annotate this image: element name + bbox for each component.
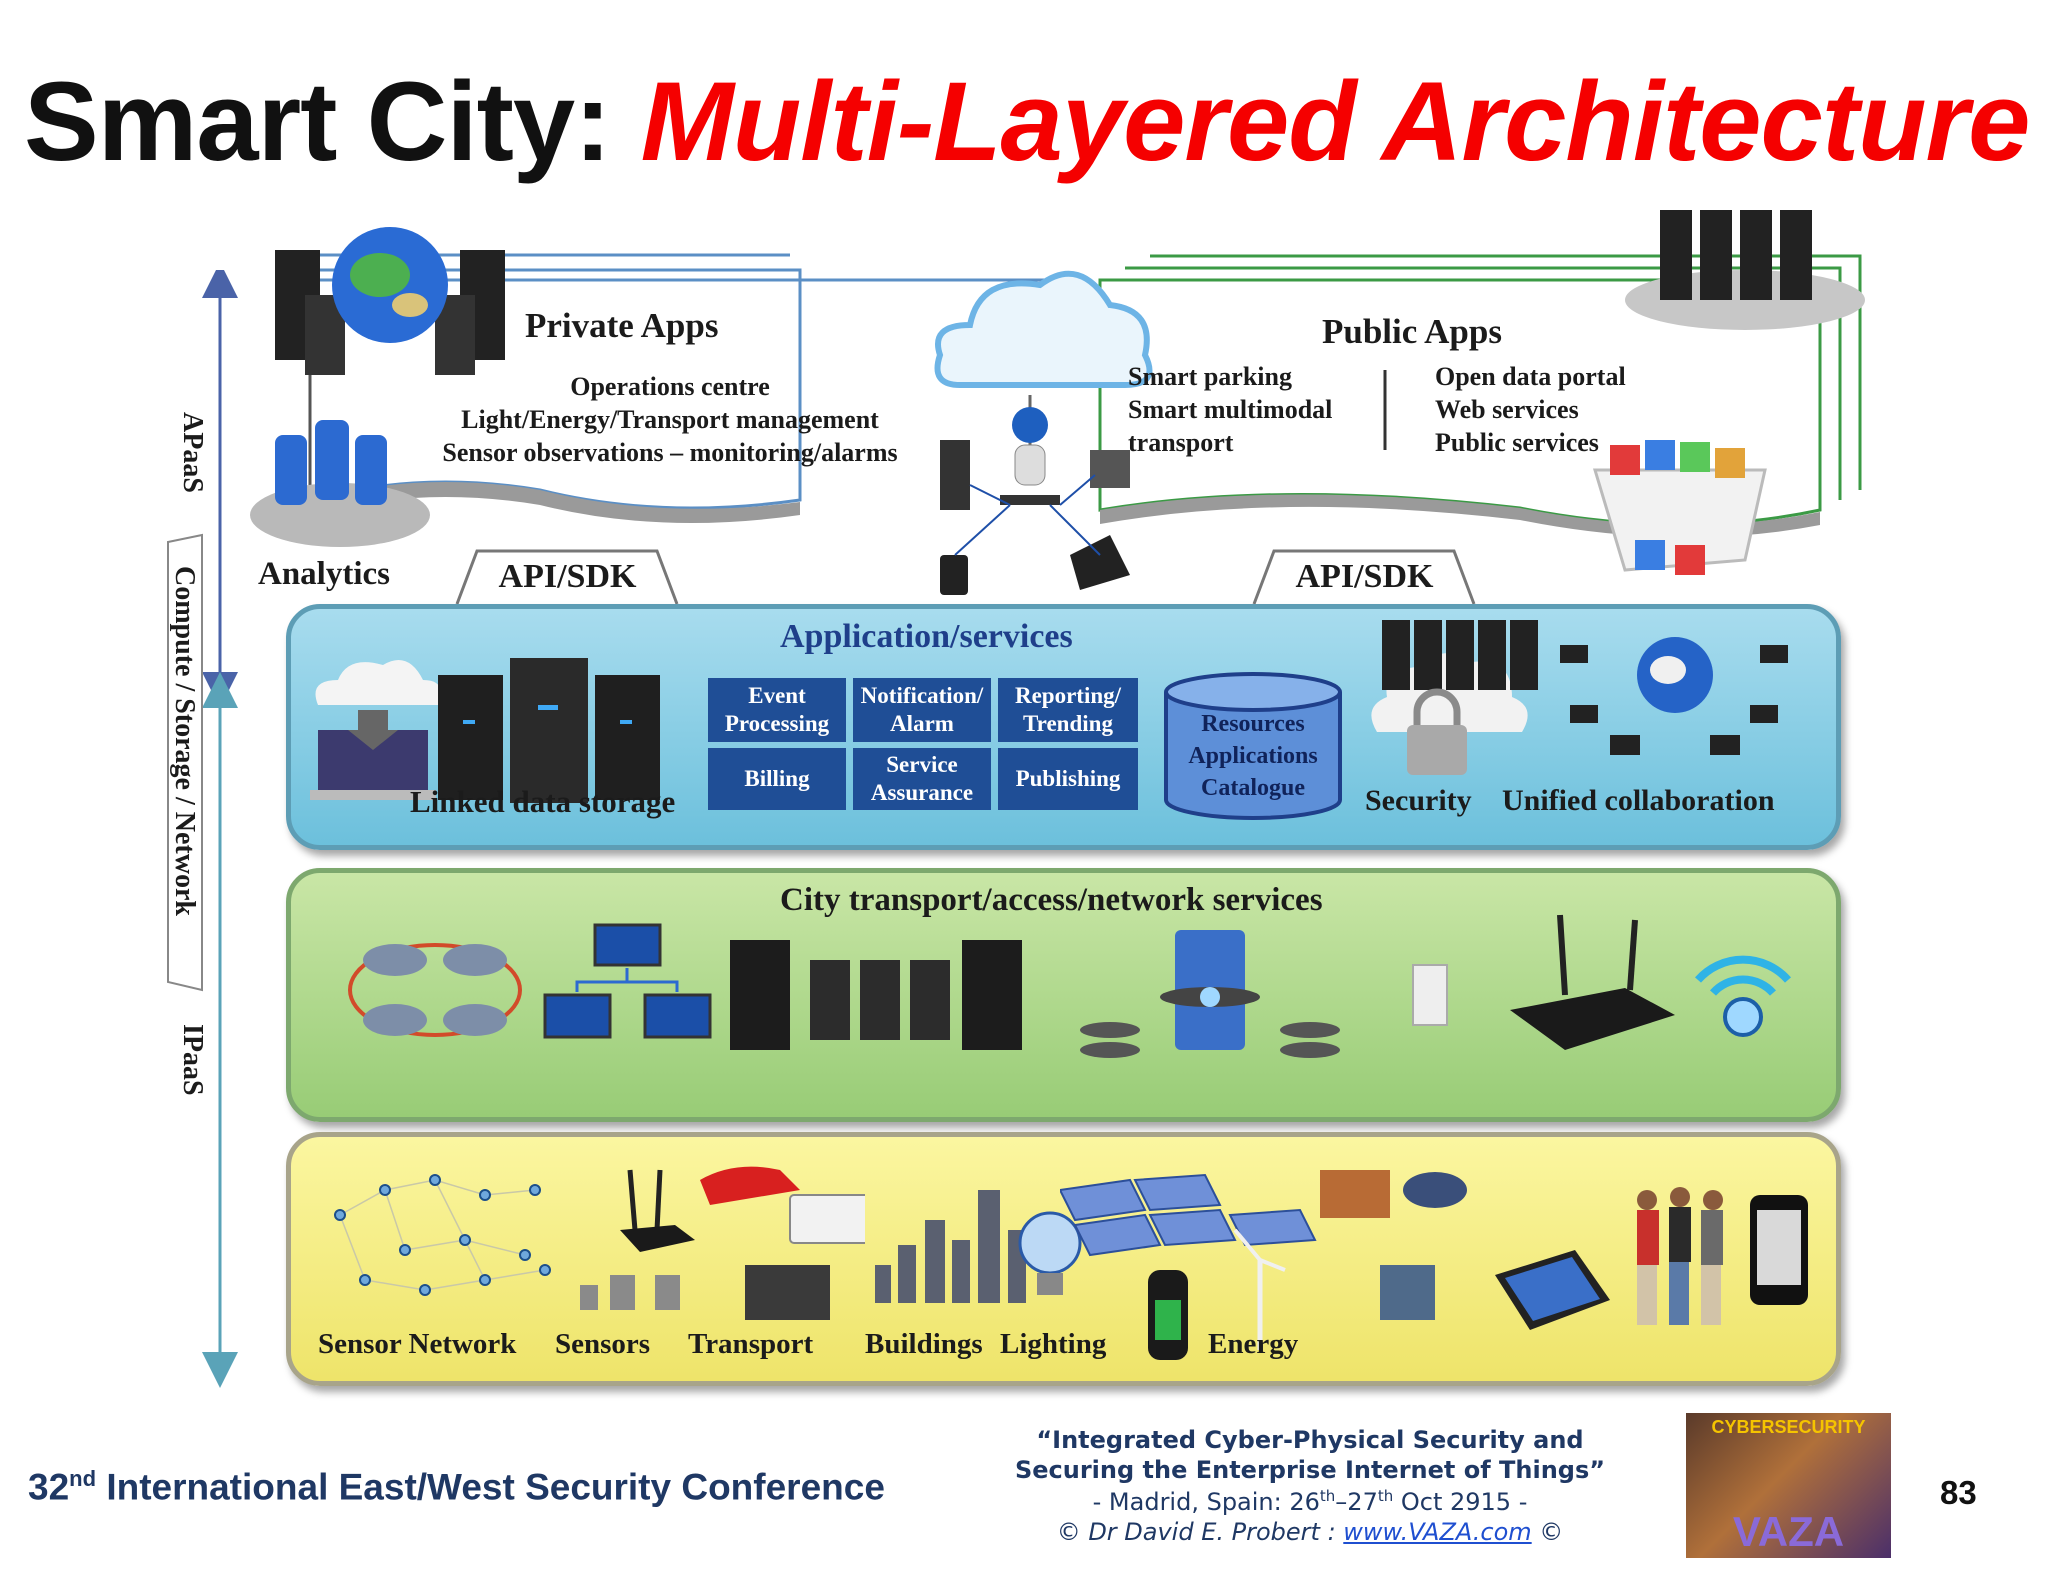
conf-ordinal: nd (69, 1466, 97, 1491)
place-sup-2: th (1377, 1487, 1394, 1505)
sensor-network-icon (334, 1174, 551, 1296)
public-apps-item: Web services (1435, 395, 1579, 424)
service-reporting-trending: Reporting/ Trending (998, 678, 1138, 742)
label-lighting: Lighting (1000, 1328, 1107, 1360)
catalogue-database-icon (1164, 672, 1342, 820)
place-line: - Madrid, Spain: 26th–27th Oct 2915 - (980, 1487, 1640, 1516)
collaboration-label: Unified collaboration (1502, 784, 1775, 817)
catalogue-line: Catalogue (1201, 775, 1305, 801)
place-b: –27 (1335, 1488, 1378, 1516)
lan-computers-icon (543, 923, 712, 1039)
service-assurance: Service Assurance (853, 748, 991, 810)
linked-storage-icon (310, 658, 660, 803)
service-notification-alarm: Notification/ Alarm (853, 678, 991, 742)
city-images-icon (1320, 1170, 1467, 1320)
public-apps-right: Open data portal Web services Public ser… (1435, 360, 1626, 459)
label-sensors: Sensors (555, 1328, 651, 1360)
label-sensor-network: Sensor Network (318, 1328, 517, 1360)
place-sup-1: th (1319, 1487, 1336, 1505)
storage-device-icon (1412, 964, 1448, 1026)
public-apps-item: Public services (1435, 428, 1599, 457)
wifi-router-icon (1510, 914, 1675, 1050)
collaboration-globe-icon (1560, 637, 1788, 755)
place-c: Oct 2915 - (1393, 1488, 1528, 1516)
people-phone-icon (1637, 1187, 1808, 1325)
net-layer-heading: City transport/access/network services (780, 882, 1323, 918)
label-energy: Energy (1208, 1328, 1299, 1360)
quote-line-2: Securing the Enterprise Internet of Thin… (1014, 1456, 1606, 1484)
lightbulb-icon (1018, 1211, 1082, 1295)
security-label: Security (1365, 784, 1472, 817)
apps-basket-icon (1592, 440, 1767, 575)
service-event-processing: Event Processing (708, 678, 846, 742)
cybersecurity-logo: CYBERSECURITY VAZA (1686, 1413, 1891, 1558)
public-apps-left: Smart parking Smart multimodal transport (1128, 360, 1332, 459)
energy-icon (1060, 1173, 1317, 1360)
server-cloud-icon (1625, 210, 1865, 330)
vaza-link[interactable]: www.VAZA.com (1343, 1518, 1532, 1546)
wifi-signal-icon (1695, 955, 1791, 1037)
api-left-label: API/SDK (498, 558, 637, 595)
transport-icon (580, 1166, 865, 1320)
server-rack-icon (730, 940, 1022, 1050)
globe-server-icon (275, 227, 505, 375)
api-tab-left (455, 549, 679, 605)
title-part2: Multi-Layered Architecture (640, 59, 2031, 184)
conf-title: International East/West Security Confere… (96, 1466, 885, 1508)
label-buildings: Buildings (865, 1328, 983, 1360)
api-tab-right (1252, 549, 1476, 605)
ipaas-label: IPaaS (177, 1024, 208, 1096)
app-layer-heading: Application/services (780, 618, 1073, 655)
apaas-label: APaaS (177, 412, 208, 493)
public-apps-item: transport (1128, 428, 1234, 457)
private-apps-line: Operations centre (570, 372, 770, 401)
quote-line-1: “Integrated Cyber-Physical Security and (1036, 1426, 1584, 1454)
conference-name: 32nd International East/West Security Co… (28, 1466, 885, 1508)
security-lock-icon (1371, 620, 1538, 775)
side-axis (167, 270, 238, 1388)
copyright-b: © (1531, 1518, 1564, 1546)
copyright-a: © Dr David E. Probert : (1056, 1518, 1344, 1546)
public-apps-heading: Public Apps (1322, 312, 1502, 351)
tablet-icon (1495, 1250, 1610, 1330)
service-billing: Billing (708, 748, 846, 810)
analytics-label: Analytics (258, 556, 390, 592)
private-apps-line: Sensor observations – monitoring/alarms (442, 438, 898, 467)
conf-number: 32 (28, 1466, 70, 1508)
page-title: Smart City: Multi-Layered Architecture (24, 52, 2034, 192)
logo-top-text: CYBERSECURITY (1711, 1417, 1866, 1437)
place-a: - Madrid, Spain: 26 (1092, 1488, 1320, 1516)
page-number: 83 (1940, 1474, 1977, 1511)
private-apps-line: Light/Energy/Transport management (461, 405, 879, 434)
router-ring-icon (348, 943, 522, 1037)
private-apps-heading: Private Apps (525, 306, 719, 345)
copyright-line: © Dr David E. Probert : www.VAZA.com © (980, 1518, 1640, 1546)
private-apps-list: Operations centre Light/Energy/Transport… (420, 370, 920, 469)
network-hub-icon (1080, 930, 1340, 1058)
database-cloud-icon (250, 420, 430, 547)
catalogue-line: Resources (1201, 711, 1305, 737)
compute-label: Compute / Storage / Network (169, 566, 200, 916)
public-apps-item: Open data portal (1435, 362, 1626, 391)
public-apps-item: Smart parking (1128, 362, 1292, 391)
catalogue-line: Applications (1188, 743, 1318, 769)
linked-storage-label: Linked data storage (410, 784, 676, 819)
api-right-label: API/SDK (1295, 558, 1434, 595)
catalogue-label: Resources Applications Catalogue (1162, 708, 1344, 804)
cloud-devices-icon (934, 270, 1153, 595)
service-publishing: Publishing (998, 748, 1138, 810)
logo-bottom-text: VAZA (1732, 1508, 1845, 1555)
public-apps-item: Smart multimodal (1128, 395, 1333, 424)
label-transport: Transport (688, 1328, 814, 1360)
title-part1: Smart City: (24, 59, 641, 184)
